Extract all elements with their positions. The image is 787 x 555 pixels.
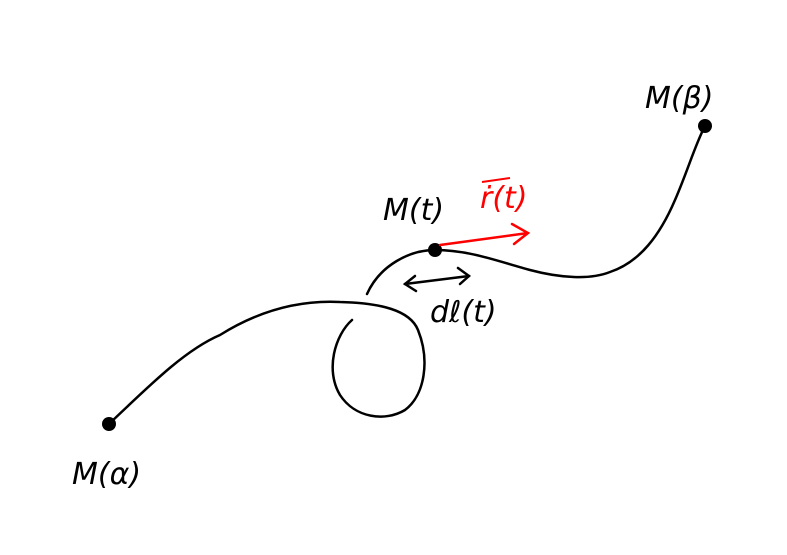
arc-length-arrow	[402, 266, 471, 293]
label-point-t: M(t)	[383, 193, 444, 228]
point-start	[102, 417, 116, 431]
curve-segment-end	[365, 124, 707, 296]
label-velocity: ṙ(t)	[480, 181, 528, 216]
curve-segment-start	[107, 300, 426, 426]
label-arc-element: dℓ(t)	[430, 295, 497, 330]
label-end: M(β)	[645, 81, 713, 116]
velocity-arrow	[438, 222, 531, 247]
point-t	[428, 243, 442, 257]
label-start: M(α)	[72, 457, 141, 492]
velocity-vector-bar	[481, 177, 511, 183]
point-end	[698, 119, 712, 133]
